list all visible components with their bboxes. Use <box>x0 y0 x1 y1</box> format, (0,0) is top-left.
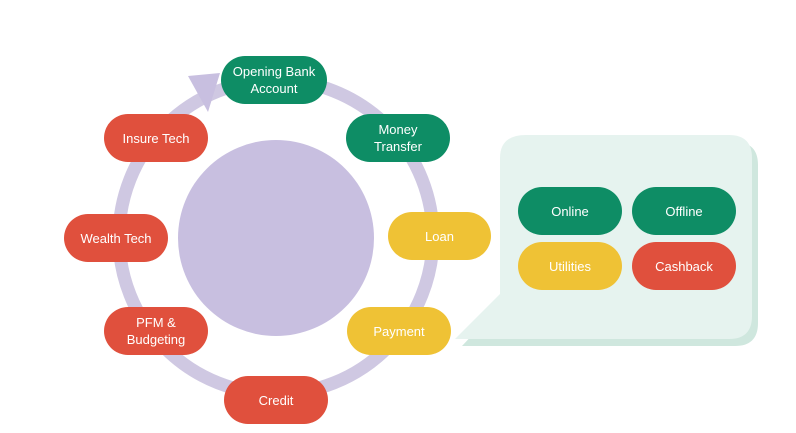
cycle-arrowhead <box>188 73 220 112</box>
callout-item-online: Online <box>518 187 622 235</box>
node-payment: Payment <box>347 307 451 355</box>
node-wealth-tech-label: Wealth Tech <box>80 230 152 246</box>
callout-bubble <box>455 135 752 339</box>
node-opening-bank-account-line1: Opening Bank <box>232 64 316 79</box>
node-pfm-budgeting-line2: Budgeting <box>126 332 186 347</box>
node-wealth-tech: Wealth Tech <box>64 214 168 262</box>
node-payment-label: Payment <box>373 323 425 339</box>
callout-item-offline-label: Offline <box>665 203 703 219</box>
callout-item-cashback-label: Cashback <box>655 258 713 274</box>
node-pfm-budgeting-line1: PFM & <box>136 315 176 330</box>
callout-item-cashback: Cashback <box>632 242 736 290</box>
callout-item-utilities-label: Utilities <box>549 258 591 274</box>
node-loan-label: Loan <box>425 228 454 244</box>
callout-item-offline: Offline <box>632 187 736 235</box>
node-insure-tech-label: Insure Tech <box>122 130 190 146</box>
node-loan: Loan <box>388 212 491 260</box>
node-credit: Credit <box>224 376 328 424</box>
node-money-transfer-line1: Money <box>378 122 418 137</box>
node-opening-bank-account-line2: Account <box>250 81 298 96</box>
node-credit-label: Credit <box>258 392 294 408</box>
center-hub <box>178 140 374 336</box>
node-pfm-budgeting: PFM & Budgeting <box>104 307 208 355</box>
callout-item-utilities: Utilities <box>518 242 622 290</box>
callout-item-online-label: Online <box>551 203 589 219</box>
node-money-transfer-line2: Transfer <box>374 139 422 154</box>
node-insure-tech: Insure Tech <box>104 114 208 162</box>
